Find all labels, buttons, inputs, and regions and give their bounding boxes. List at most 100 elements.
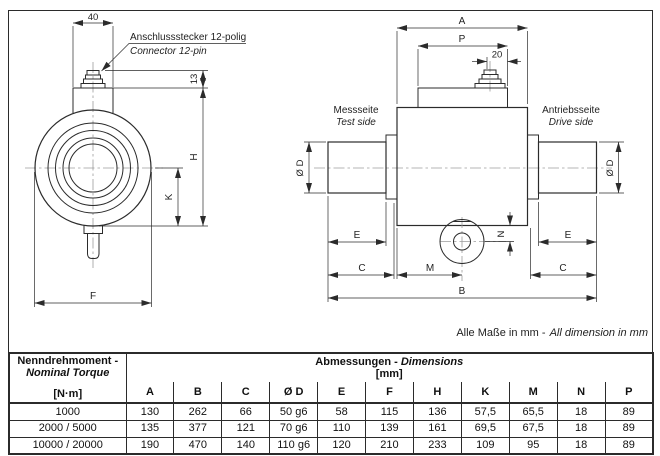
dim-value: 135 bbox=[125, 419, 175, 438]
dim-value: 262 bbox=[173, 402, 223, 421]
dim-value: 65,5 bbox=[508, 402, 558, 421]
torque-unit: [N·m] bbox=[53, 387, 83, 400]
col-header-H: H bbox=[412, 381, 462, 405]
connector-leader-line bbox=[101, 43, 246, 72]
dim-label-d-right: Ø D bbox=[605, 159, 616, 176]
key-outer-circle bbox=[439, 219, 485, 264]
units-note: Alle Maße in mm -All dimension in mm bbox=[456, 327, 648, 339]
test-side-label-de: Messseite bbox=[333, 105, 378, 116]
dim-label-d-left: Ø D bbox=[295, 159, 306, 176]
col-header-B: B bbox=[173, 381, 223, 405]
dim-label-20: 20 bbox=[492, 50, 503, 61]
dim-value: 210 bbox=[365, 436, 414, 455]
connector-label-en: Connector 12-pin bbox=[130, 46, 207, 57]
dim-label-c-right: C bbox=[559, 263, 566, 274]
torque-value: 1000 bbox=[8, 402, 127, 421]
dim-value: 136 bbox=[412, 402, 462, 421]
dim-value: 121 bbox=[221, 419, 271, 438]
key-detail bbox=[439, 217, 506, 281]
dim-value: 57,5 bbox=[460, 402, 510, 421]
dim-label-p: P bbox=[459, 34, 466, 45]
dim-label-f: F bbox=[90, 291, 96, 302]
dim-label-40: 40 bbox=[88, 12, 99, 23]
dim-value: 110 g6 bbox=[269, 436, 319, 455]
dim-value: 66 bbox=[221, 402, 271, 421]
dim-value: 190 bbox=[125, 436, 175, 455]
dim-label-c-left: C bbox=[358, 263, 365, 274]
col-header-F: F bbox=[365, 381, 414, 405]
col-header-K: K bbox=[460, 381, 510, 405]
front-view: 40 Anschlussstecker 12-polig Connector 1… bbox=[25, 12, 246, 307]
front-outer-circle bbox=[34, 109, 152, 227]
drive-side-label-de: Antriebsseite bbox=[542, 105, 600, 116]
dim-value: 115 bbox=[365, 402, 414, 421]
col-header-P: P bbox=[604, 381, 654, 405]
torque-header-de: Nenndrehmoment - bbox=[17, 355, 119, 367]
dim-value: 470 bbox=[173, 436, 223, 455]
test-side-shaft bbox=[327, 141, 387, 194]
side-connector-plug bbox=[474, 69, 506, 89]
dim-label-m: M bbox=[426, 263, 434, 274]
front-ring-3 bbox=[62, 137, 124, 199]
col-header-N: N bbox=[556, 381, 606, 405]
dim-value: 18 bbox=[556, 419, 606, 438]
front-ring-2 bbox=[55, 130, 131, 206]
torque-column-header: Nenndrehmoment - Nominal Torque [N·m] bbox=[8, 352, 127, 404]
units-note-en: All dimension in mm bbox=[549, 327, 648, 339]
torque-value: 2000 / 5000 bbox=[8, 419, 127, 438]
table-row: 2000 / 5000 135 377 121 70 g6 110 139 16… bbox=[8, 419, 654, 438]
dim-value: 139 bbox=[365, 419, 414, 438]
dim-label-13: 13 bbox=[189, 74, 200, 85]
dim-value: 50 g6 bbox=[269, 402, 319, 421]
key-inner-circle bbox=[453, 232, 471, 251]
dim-value: 130 bbox=[125, 402, 175, 421]
test-side-label-en: Test side bbox=[336, 117, 376, 128]
dimensions-header-en: Dimensions bbox=[400, 355, 464, 368]
drive-side-shaft bbox=[537, 141, 598, 194]
dim-value: 109 bbox=[460, 436, 510, 455]
dim-value: 70 g6 bbox=[269, 419, 319, 438]
dim-value: 110 bbox=[317, 419, 367, 438]
dim-value: 89 bbox=[604, 419, 654, 438]
page-border bbox=[8, 10, 653, 352]
dimensions-unit: [mm] bbox=[375, 367, 403, 380]
dim-label-e-left: E bbox=[354, 230, 361, 241]
dim-value: 69,5 bbox=[460, 419, 510, 438]
dim-value: 89 bbox=[604, 402, 654, 421]
side-main-body bbox=[396, 106, 529, 227]
dim-label-n: N bbox=[496, 230, 507, 237]
table-row: 1000 130 262 66 50 g6 58 115 136 57,5 65… bbox=[8, 402, 654, 421]
dimensions-header-de: Abmessungen - bbox=[315, 355, 398, 368]
dim-label-b: B bbox=[459, 286, 466, 297]
dim-value: 120 bbox=[317, 436, 367, 455]
units-note-de: Alle Maße in mm - bbox=[456, 327, 546, 339]
dim-value: 89 bbox=[604, 436, 654, 455]
front-bottom-pin bbox=[83, 225, 103, 259]
torque-header-en: Nominal Torque bbox=[26, 367, 110, 380]
dimensions-header: Abmessungen - Dimensions [mm] bbox=[125, 352, 654, 382]
dim-label-k: K bbox=[164, 193, 175, 200]
col-header-M: M bbox=[508, 381, 558, 405]
dim-value: 67,5 bbox=[508, 419, 558, 438]
dim-value: 58 bbox=[317, 402, 367, 421]
dim-value: 95 bbox=[508, 436, 558, 455]
side-view: A P 20 Ø D Ø D E E C bbox=[295, 16, 624, 302]
dimensions-table: Nenndrehmoment - Nominal Torque [N·m] Ab… bbox=[8, 352, 654, 455]
column-letters-row: A B C Ø D E F H K M N P bbox=[9, 381, 654, 405]
dim-value: 140 bbox=[221, 436, 271, 455]
col-header-D: Ø D bbox=[269, 381, 319, 405]
dim-value: 18 bbox=[556, 436, 606, 455]
dim-value: 233 bbox=[412, 436, 462, 455]
front-center-bore bbox=[68, 143, 118, 193]
torque-value: 10000 / 20000 bbox=[8, 436, 127, 455]
dim-label-h: H bbox=[189, 153, 200, 160]
col-header-E: E bbox=[317, 381, 367, 405]
drive-side-label-en: Drive side bbox=[549, 117, 594, 128]
dim-value: 18 bbox=[556, 402, 606, 421]
front-ring-1 bbox=[47, 122, 139, 214]
left-collar bbox=[385, 134, 398, 200]
right-collar bbox=[527, 134, 539, 200]
col-header-A: A bbox=[125, 381, 175, 405]
side-connector-housing bbox=[417, 87, 508, 108]
